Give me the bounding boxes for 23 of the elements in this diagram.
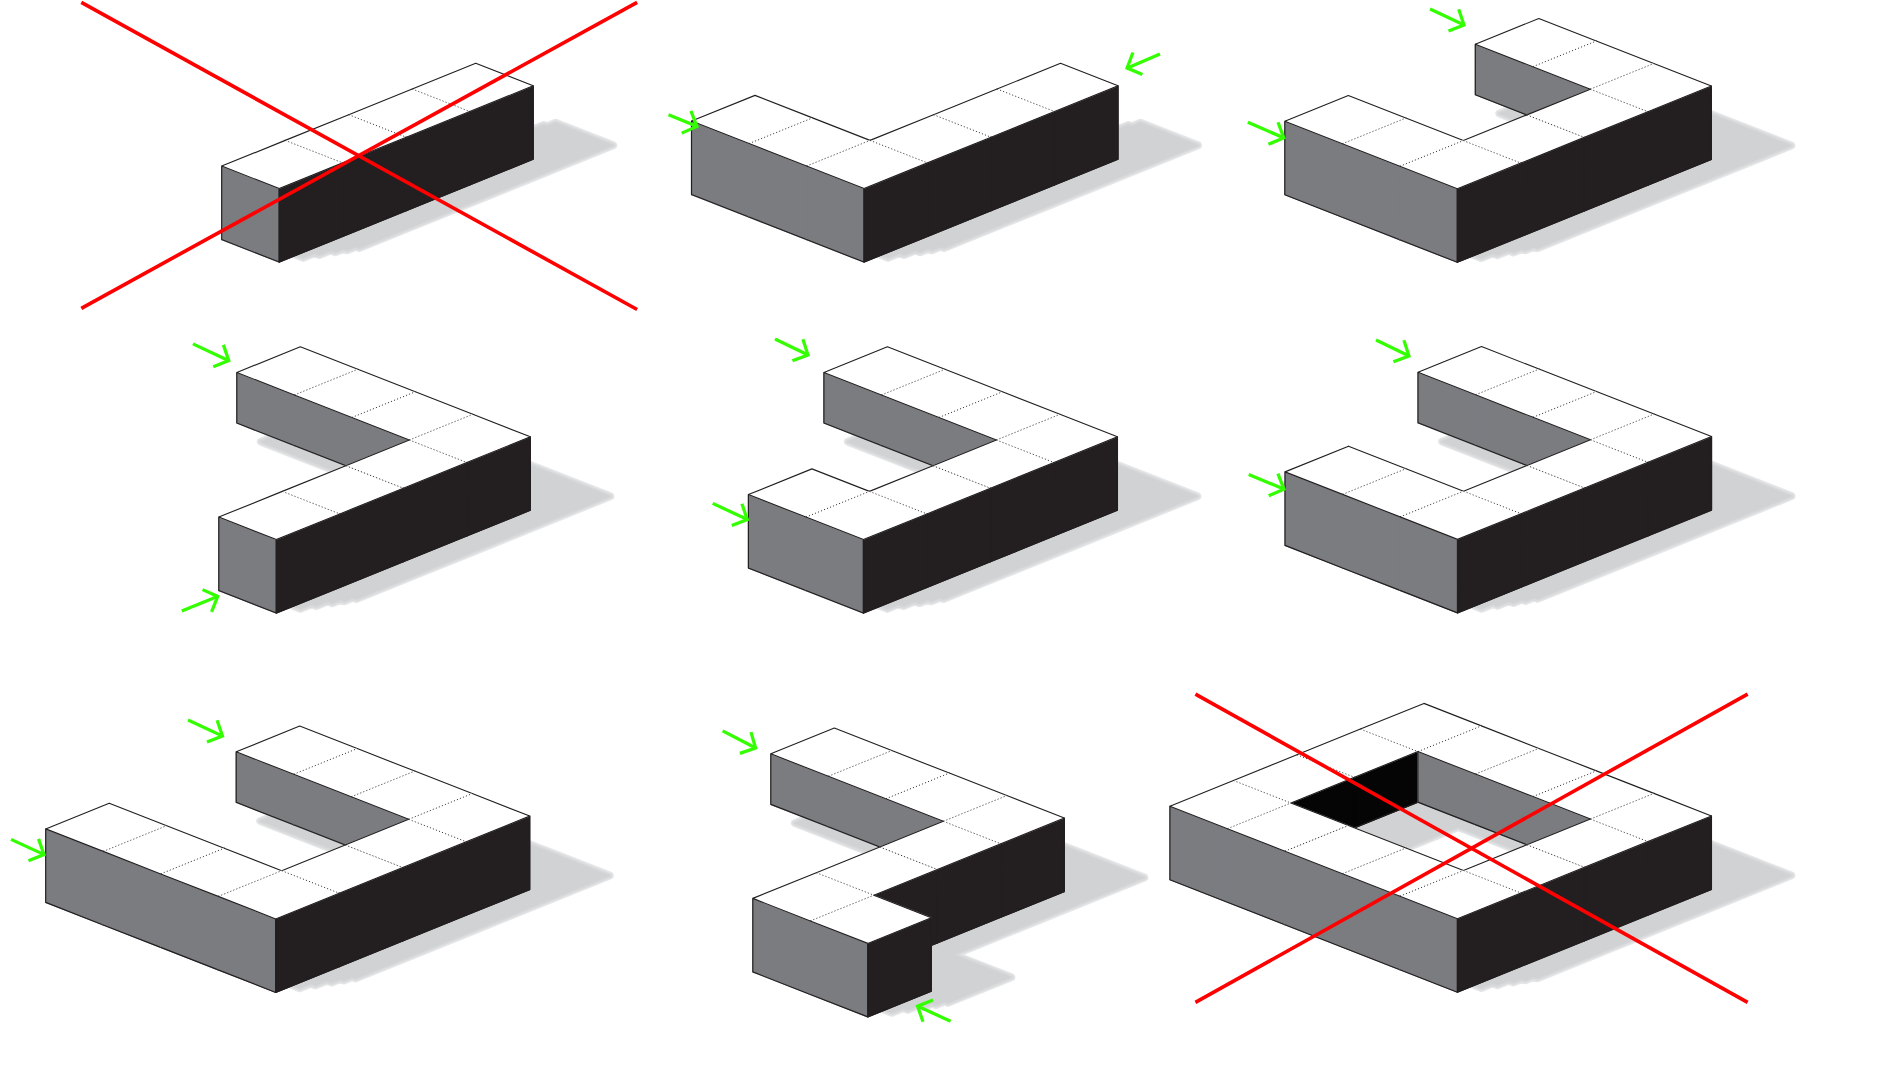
isometric-block	[1169, 702, 1796, 993]
arrow	[1375, 338, 1411, 364]
arrow	[1125, 51, 1161, 77]
arrow	[1247, 120, 1286, 146]
isometric-block	[1284, 17, 1796, 263]
arrow	[712, 501, 750, 527]
isometric-block	[45, 725, 614, 994]
arrow	[192, 342, 231, 369]
isometric-block	[218, 346, 615, 614]
arrow	[187, 718, 225, 744]
isometric-block	[747, 346, 1202, 614]
arrow	[667, 110, 699, 135]
arrow	[774, 337, 810, 363]
arrow	[181, 588, 220, 613]
arrow	[721, 729, 758, 755]
arrow	[1248, 473, 1286, 498]
isometric-block	[752, 727, 1149, 1018]
isometric-block	[690, 62, 1202, 263]
arrow	[10, 837, 46, 863]
isometric-block	[221, 62, 618, 263]
isometric-block	[1284, 346, 1796, 614]
arrow	[915, 998, 952, 1023]
arrow	[1429, 7, 1466, 33]
